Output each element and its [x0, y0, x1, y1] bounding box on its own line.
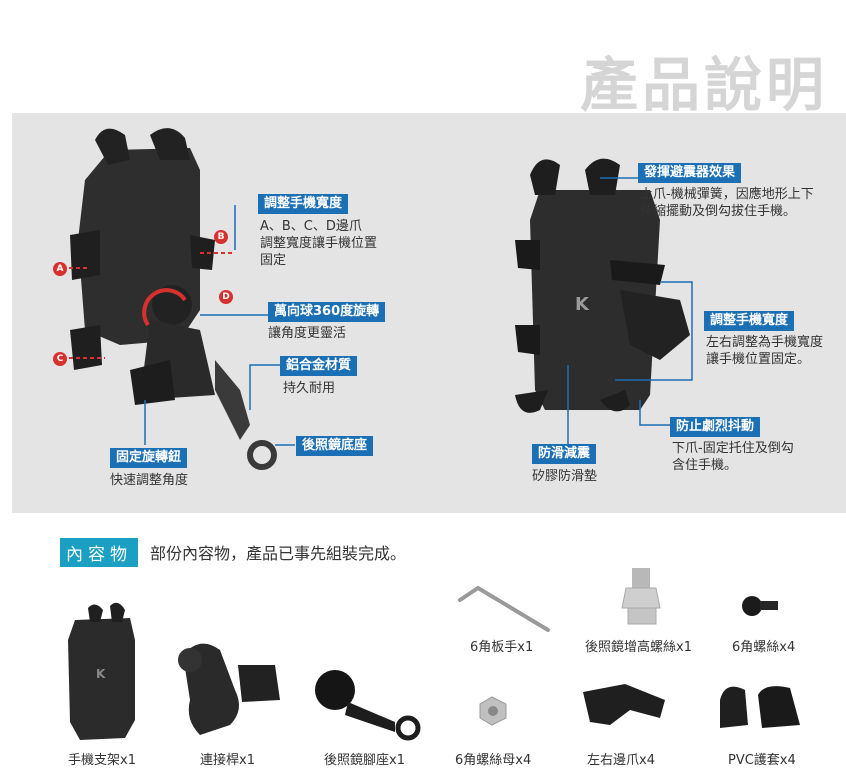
callout-anti-shake-title: 防止劇烈抖動 [670, 417, 761, 437]
item-label-phone-holder: 手機支架x1 [68, 753, 136, 768]
item-label-hex-wrench: 6角板手x1 [470, 640, 534, 655]
callout-aluminum-line1: 持久耐用 [283, 381, 336, 396]
marker-b: B [214, 230, 228, 244]
callout-anti-shake-line1: 下爪-固定托住及倒勾 [672, 441, 794, 456]
item-label-hex-nut: 6角螺絲母x4 [455, 753, 532, 768]
item-label-rod: 連接桿x1 [200, 753, 255, 768]
callout-shock-title: 發揮避震器效果 [638, 163, 742, 183]
item-rod-image [178, 643, 280, 735]
item-label-mirror-base: 後照鏡腳座x1 [324, 753, 405, 768]
item-hex-wrench-image [458, 585, 550, 632]
callout-shock-line2: 伸縮擺動及倒勾拔住手機。 [640, 204, 797, 219]
callout-anti-shake-line2: 含住手機。 [672, 458, 738, 473]
item-label-claw: 左右邊爪x4 [587, 753, 655, 768]
svg-text:K: K [96, 667, 106, 681]
callout-width-right-title: 調整手機寬度 [704, 311, 795, 331]
item-phone-holder-image: K [68, 602, 135, 740]
callout-aluminum-title: 鋁合金材質 [280, 356, 358, 376]
marker-c: C [53, 352, 67, 366]
item-pvc-sleeve-image [720, 686, 800, 728]
marker-a: A [53, 262, 67, 276]
callout-width-title: 調整手機寬度 [258, 194, 349, 214]
callout-anti-slip-line1: 矽膠防滑墊 [532, 469, 598, 484]
item-riser-screw-image [621, 568, 661, 625]
callout-width-right-line1: 左右調整為手機寬度 [706, 335, 824, 350]
svg-text:K: K [575, 294, 590, 315]
contents-tag: 內容物 [60, 538, 138, 567]
callout-width-line3: 固定 [260, 253, 287, 268]
marker-d: D [219, 290, 233, 304]
callout-knob-line1: 快速調整角度 [110, 473, 189, 488]
item-label-hex-screw: 6角螺絲x4 [732, 640, 796, 655]
item-mirror-base-image [315, 670, 421, 741]
callout-shock-line1: 上爪-機械彈簧，因應地形上下 [640, 187, 814, 202]
item-hex-nut-image [479, 696, 507, 726]
callout-mirror-base-title: 後照鏡底座 [296, 436, 374, 456]
item-label-pvc-sleeve: PVC護套x4 [728, 753, 796, 768]
callout-width-line2: 調整寬度讓手機位置 [260, 236, 378, 251]
callout-ball-title: 萬向球360度旋轉 [268, 302, 386, 322]
callout-knob-title: 固定旋轉鈕 [110, 448, 188, 468]
callout-width-right-line2: 讓手機位置固定。 [706, 352, 811, 367]
callout-ball-line1: 讓角度更靈活 [268, 326, 347, 341]
callout-width-line1: A、B、C、D邊爪 [260, 219, 362, 234]
callout-anti-slip-title: 防滑減震 [532, 444, 597, 464]
item-claw-image [583, 684, 665, 725]
item-label-riser-screw: 後照鏡增高螺絲x1 [585, 640, 692, 655]
contents-desc: 部份內容物，產品已事先組裝完成。 [150, 544, 407, 563]
item-hex-screw-image [742, 596, 778, 616]
page-title: 產品說明 [579, 51, 828, 119]
